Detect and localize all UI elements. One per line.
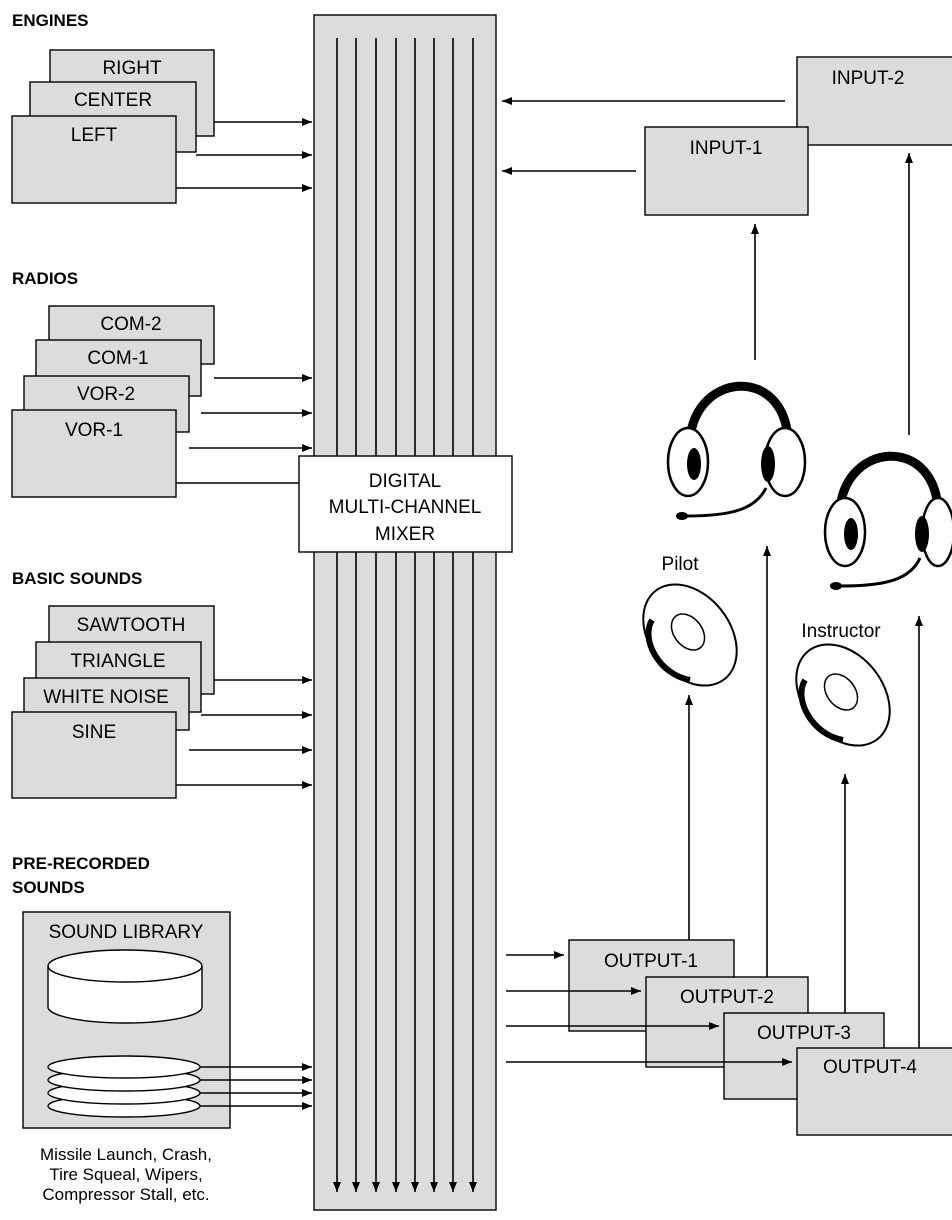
sound-library-caption-2: Tire Squeal, Wipers, [49, 1165, 202, 1184]
radio-com1-label: COM-1 [87, 348, 148, 369]
engines-group: RIGHT CENTER LEFT [11, 49, 312, 204]
sound-triangle-label: TRIANGLE [70, 651, 165, 672]
pilot-speaker-icon [642, 583, 738, 687]
engine-right-label: RIGHT [102, 58, 162, 79]
mixer-label-line-1: DIGITAL [369, 471, 442, 492]
sound-library-title: SOUND LIBRARY [49, 922, 204, 943]
output-1-label: OUTPUT-1 [604, 951, 698, 972]
engine-center-label: CENTER [74, 90, 152, 111]
radio-vor2-label: VOR-2 [77, 384, 135, 405]
instructor-headset-icon [823, 451, 952, 590]
output-4-label: OUTPUT-4 [823, 1057, 917, 1078]
basic-sounds-heading: BASIC SOUNDS [12, 569, 142, 588]
pilot-label: Pilot [662, 554, 700, 575]
mixer-label-box: DIGITAL MULTI-CHANNEL MIXER [298, 455, 513, 553]
sound-white-noise-label: WHITE NOISE [43, 687, 169, 708]
engines-heading: ENGINES [12, 11, 89, 30]
disk-stack-icon [47, 1055, 201, 1118]
basic-sounds-group: SAWTOOTH TRIANGLE WHITE NOISE SINE [11, 605, 312, 799]
outputs-group: OUTPUT-1 OUTPUT-2 OUTPUT-3 OUTPUT-4 [506, 546, 952, 1136]
mixer-panel: DIGITAL MULTI-CHANNEL MIXER [298, 14, 513, 1211]
radio-vor1-label: VOR-1 [65, 420, 123, 441]
sound-library-caption-1: Missile Launch, Crash, [40, 1145, 212, 1164]
prerecorded-heading-line-1: PRE-RECORDED [12, 854, 150, 873]
radios-group: COM-2 COM-1 VOR-2 VOR-1 [11, 305, 312, 498]
output-2-label: OUTPUT-2 [680, 987, 774, 1008]
output-3-label: OUTPUT-3 [757, 1023, 851, 1044]
engine-left-label: LEFT [71, 125, 118, 146]
sound-library-caption-3: Compressor Stall, etc. [42, 1185, 209, 1204]
instructor-speaker-icon [795, 643, 891, 747]
inputs-group: INPUT-2 INPUT-1 [502, 56, 952, 435]
instructor-label: Instructor [801, 621, 881, 642]
sound-sawtooth-label: SAWTOOTH [77, 615, 186, 636]
mixer-label-line-3: MIXER [375, 524, 435, 545]
database-cylinder-icon [47, 949, 203, 1024]
sound-sine-label: SINE [72, 722, 116, 743]
sound-library-box: SOUND LIBRARY [22, 911, 312, 1129]
mixer-channel-lines [333, 38, 477, 1192]
radio-com2-label: COM-2 [100, 314, 161, 335]
prerecorded-heading-line-2: SOUNDS [12, 878, 85, 897]
input-2-label: INPUT-2 [832, 68, 905, 89]
input-1-label: INPUT-1 [690, 138, 763, 159]
mixer-label-line-2: MULTI-CHANNEL [329, 497, 482, 518]
pilot-headset-icon [666, 381, 807, 520]
radios-heading: RADIOS [12, 269, 78, 288]
